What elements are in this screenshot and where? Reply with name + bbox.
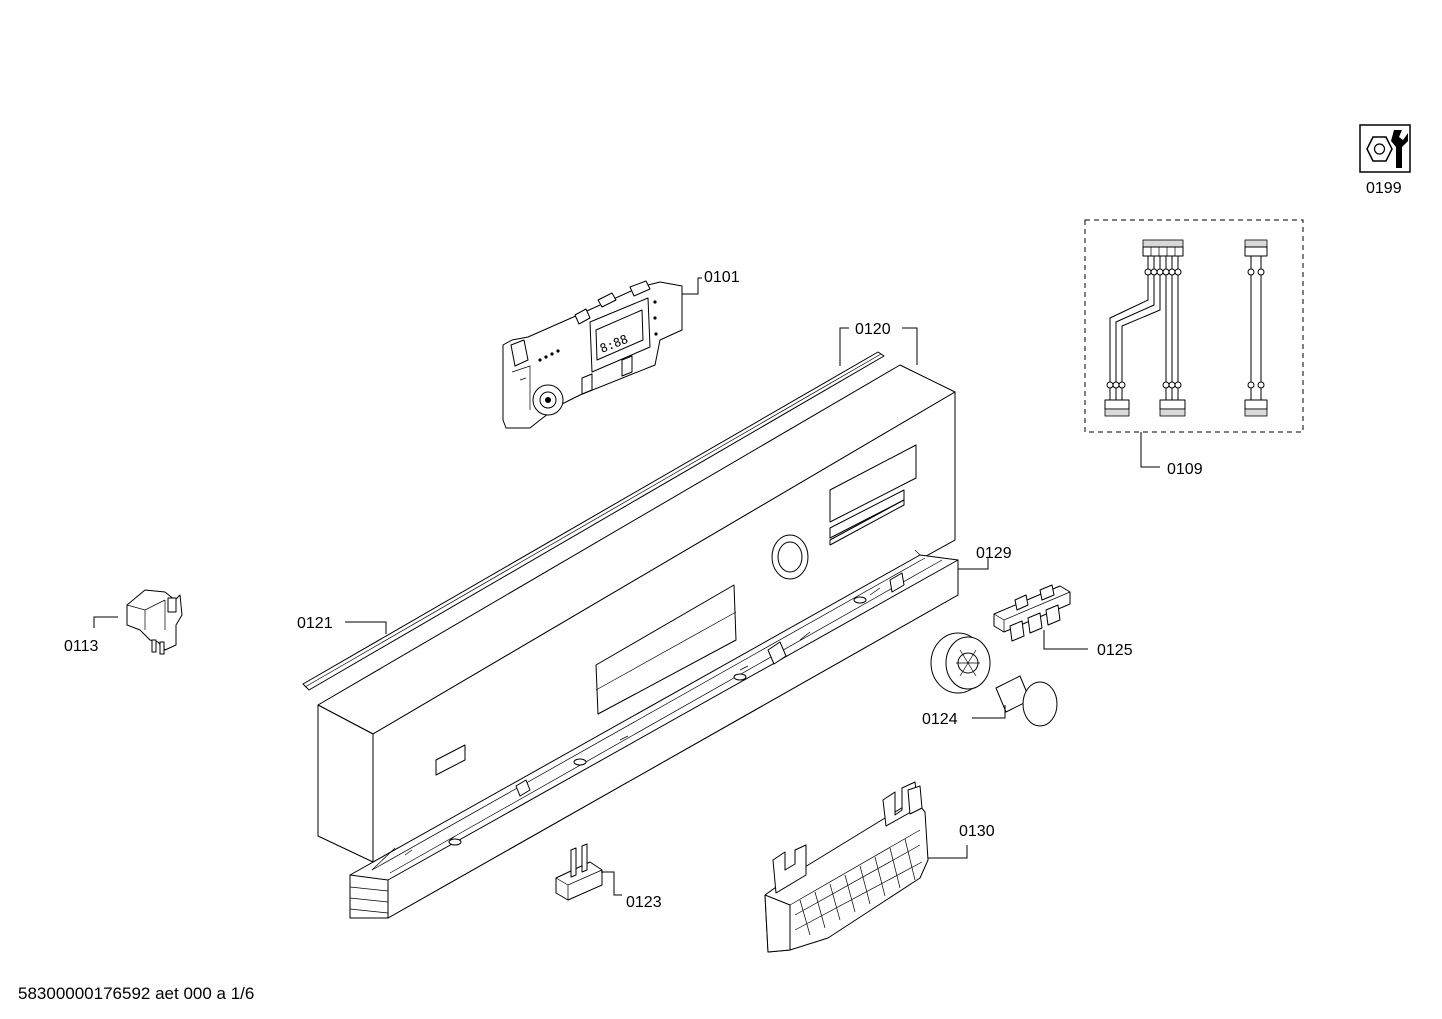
leader-0113 <box>93 616 118 628</box>
part-0113[interactable]: 0113 <box>64 589 183 655</box>
wiring-harness <box>1104 239 1268 417</box>
leader-0120 <box>839 327 918 366</box>
connector-bracket <box>126 589 183 655</box>
part-0121[interactable]: 0121 <box>297 351 885 691</box>
label-0130: 0130 <box>959 823 995 840</box>
part-0129[interactable]: 0129 <box>349 545 1012 919</box>
mounting-clip <box>555 843 603 901</box>
label-0121: 0121 <box>297 615 333 632</box>
part-0125[interactable]: 0125 <box>993 584 1133 659</box>
label-0124: 0124 <box>922 711 958 728</box>
part-0120[interactable]: 0120 <box>317 321 956 863</box>
harness-dashed-box <box>1084 219 1304 433</box>
leader-0109 <box>1140 432 1160 468</box>
control-panel-fascia <box>317 364 956 863</box>
label-0113: 0113 <box>64 638 99 655</box>
leader-0130 <box>928 845 968 859</box>
label-0120: 0120 <box>855 321 891 338</box>
part-0109[interactable]: 0109 <box>1084 219 1304 478</box>
leader-0125 <box>1043 630 1088 650</box>
support-bracket <box>764 781 929 953</box>
label-0129: 0129 <box>976 545 1012 562</box>
label-0123: 0123 <box>626 894 662 911</box>
drawing-reference-footer: 58300000176592 aet 000 a 1/6 <box>18 984 254 1003</box>
leader-0129 <box>958 558 989 570</box>
label-0101: 0101 <box>704 269 740 286</box>
switch-block <box>993 584 1071 642</box>
leader-0101 <box>682 277 702 295</box>
part-0123[interactable]: 0123 <box>555 843 662 911</box>
leader-0124 <box>972 705 1006 719</box>
hex-nut-wrench-icon <box>1359 124 1411 173</box>
label-0125: 0125 <box>1097 642 1133 659</box>
leader-0121 <box>345 621 387 634</box>
part-0199[interactable]: 0199 <box>1359 124 1411 197</box>
knob-shaft <box>995 675 1058 727</box>
bottom-trim-rail <box>349 549 959 919</box>
part-0124[interactable]: 0124 <box>922 632 1058 728</box>
part-0101[interactable]: 8:88 0101 <box>502 269 740 429</box>
leader-0123 <box>601 871 622 896</box>
rotary-knob <box>930 632 991 694</box>
control-module: 8:88 <box>502 280 683 429</box>
label-0199: 0199 <box>1366 180 1402 197</box>
part-0130[interactable]: 0130 <box>764 781 995 953</box>
label-0109: 0109 <box>1167 461 1203 478</box>
